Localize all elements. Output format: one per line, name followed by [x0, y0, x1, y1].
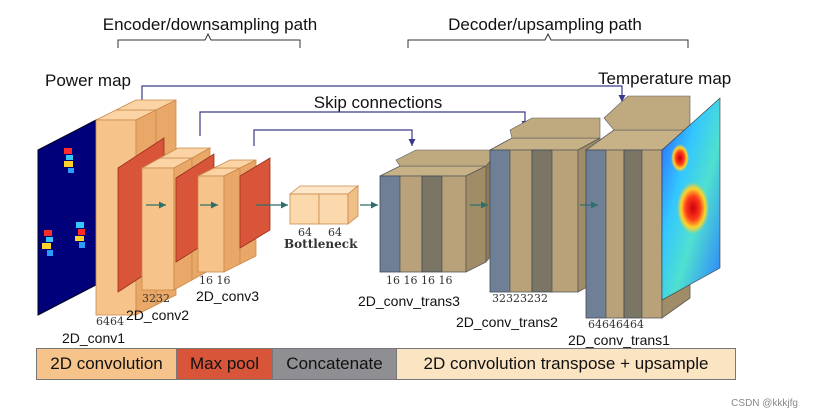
- legend-max-pool: Max pool: [177, 349, 273, 379]
- bottleneck-label: Bottleneck: [284, 237, 358, 251]
- decoder-brace: [407, 32, 689, 48]
- skip-connections: [141, 85, 626, 146]
- legend-concatenate: Concatenate: [273, 349, 397, 379]
- decoder-trans1-block: [584, 95, 692, 319]
- decoder-trans1-label: 2D_conv_trans1: [568, 332, 670, 348]
- watermark: CSDN @kkkjfg: [731, 398, 798, 409]
- decoder-trans3-channels: 16 16 16 16: [386, 274, 452, 287]
- skip-title: Skip connections: [314, 93, 443, 112]
- encoder-conv2-label: 2D_conv2: [126, 307, 189, 323]
- legend: 2D convolution Max pool Concatenate 2D c…: [36, 348, 736, 380]
- legend-2d-conv-transpose: 2D convolution transpose + upsample: [397, 349, 735, 379]
- decoder-title: Decoder/upsampling path: [448, 15, 642, 34]
- encoder-brace: [117, 32, 301, 48]
- decoder-trans2-channels: 32323232: [492, 292, 548, 305]
- power-map: [37, 119, 97, 316]
- skip-arrow-1: [141, 85, 626, 110]
- decoder-trans2-label: 2D_conv_trans2: [456, 314, 558, 330]
- legend-2d-convolution: 2D convolution: [37, 349, 177, 379]
- encoder-conv3-label: 2D_conv3: [196, 288, 259, 304]
- power-map-hotspot-1: [64, 148, 74, 173]
- decoder-trans3-block: [379, 149, 501, 273]
- encoder-conv3-channels: 16 16: [199, 274, 231, 287]
- output-title: Temperature map: [598, 69, 731, 88]
- encoder-conv1-channels: 6464: [96, 315, 124, 328]
- encoder-conv3-block: [197, 157, 271, 273]
- skip-arrow-3: [253, 129, 416, 146]
- temperature-map: [661, 97, 721, 301]
- input-title: Power map: [45, 71, 131, 90]
- encoder-title: Encoder/downsampling path: [103, 15, 318, 34]
- skip-arrow-2: [199, 111, 529, 136]
- decoder-trans1-channels: 64646464: [588, 318, 644, 331]
- power-map-hotspot-3: [75, 222, 85, 248]
- bottleneck-channel-2: 64: [328, 226, 342, 239]
- bottleneck-channel-1: 64: [298, 226, 312, 239]
- power-map-hotspot-2: [42, 230, 53, 256]
- bottleneck-block: [288, 185, 360, 225]
- encoder-conv1-label: 2D_conv1: [62, 330, 125, 346]
- encoder-conv2-channels: 3232: [142, 292, 170, 305]
- decoder-trans3-label: 2D_conv_trans3: [358, 293, 460, 309]
